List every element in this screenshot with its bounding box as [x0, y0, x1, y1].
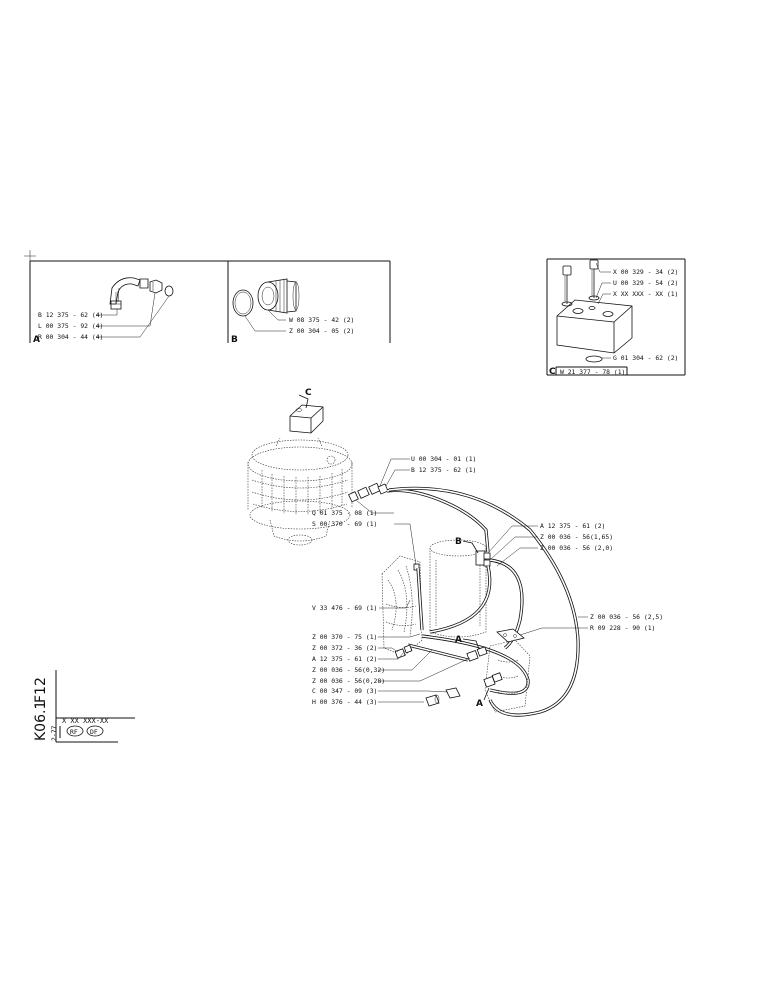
label-s00370: S 00 370 - 69 (1): [312, 520, 377, 528]
title-block: F12 K06.1 2-77 X XX XXX-XX RF DF: [33, 670, 135, 743]
label-z00370: Z 00 370 - 75 (1): [312, 633, 377, 641]
manifold-b-drawing: [475, 550, 491, 567]
detail-c-letter: C: [549, 367, 556, 377]
sheet-code-line1: F12: [33, 677, 49, 703]
detail-c-part-3: X XX XXX - XX (1): [613, 290, 678, 298]
label-z00036-165: Z 00 036 - 56(1,65): [540, 533, 613, 541]
stamp-rf-seal: [66, 725, 84, 737]
callout-a-upper: A: [455, 635, 462, 645]
detail-b-plug-drawing: [232, 278, 300, 317]
detail-a-letter: A: [33, 335, 40, 345]
label-a12375-right: A 12 375 - 61 (2): [540, 522, 605, 530]
detail-c-part-2: U 00 329 - 54 (2): [613, 279, 678, 287]
label-c00347: C 00 347 - 09 (3): [312, 687, 377, 695]
detail-c-part-1: X 00 329 - 34 (2): [613, 268, 678, 276]
sheet-date: 2-77: [50, 725, 58, 741]
sheet-code-line2: K06.1: [33, 701, 49, 741]
detail-c-part-4: G 01 304 - 62 (2): [613, 354, 678, 362]
pump-fittings-drawing: [466, 646, 503, 688]
callout-c: C: [305, 388, 312, 398]
label-z00372: Z 00 372 - 36 (2): [312, 644, 377, 652]
detail-b-part-1: W 08 375 - 42 (2): [289, 316, 354, 324]
motor-fitting-drawing: [348, 482, 389, 503]
label-a12375-left: A 12 375 - 61 (2): [312, 655, 377, 663]
detail-a-fitting-drawing: [109, 277, 174, 310]
label-q01375: Q 01 375 - 08 (1): [312, 509, 377, 517]
detail-c-bottom-part: W 21 377 - 78 (1): [560, 368, 625, 376]
label-v33476: V 33 476 - 69 (1): [312, 604, 377, 612]
valve-bracket-drawing: [381, 555, 423, 657]
block-c-drawing: [289, 404, 324, 434]
callout-b: B: [455, 537, 462, 547]
sheet-part-number: X XX XXX-XX: [62, 717, 109, 725]
callout-a-lower: A: [476, 699, 483, 709]
label-h00376: H 00 376 - 44 (3): [312, 698, 377, 706]
label-r09228: R 09 228 - 90 (1): [590, 624, 655, 632]
detail-a-part-2: L 00 375 - 92 (4): [38, 322, 103, 330]
detail-panel-c: X 00 329 - 34 (2) U 00 329 - 54 (2) X XX…: [546, 258, 686, 377]
detail-c-block-drawing: [556, 259, 633, 363]
label-b12375: B 12 375 - 62 (1): [411, 466, 476, 474]
label-u00304: U 00 304 - 01 (1): [411, 455, 476, 463]
label-z00036-20: Z 00 036 - 56 (2,0): [540, 544, 613, 552]
leader-lines: [355, 458, 588, 703]
main-assembly: C: [247, 388, 580, 717]
stamp-df-seal: [86, 725, 104, 737]
detail-a-part-3: R 00 304 - 44 (4): [38, 333, 103, 341]
detail-a-part-1: B 12 375 - 62 (4): [38, 311, 103, 319]
clamp-plate-drawing: [496, 628, 525, 643]
stamp-df-text: DF: [90, 728, 98, 736]
main-labels: U 00 304 - 01 (1) B 12 375 - 62 (1) Q 01…: [312, 455, 663, 706]
detail-panel-ab: B 12 375 - 62 (4) L 00 375 - 92 (4) R 00…: [24, 250, 391, 345]
detail-b-letter: B: [231, 335, 238, 345]
pump-drawing: [484, 639, 531, 713]
motor-housing-drawing: [247, 437, 353, 546]
label-z00036-032: Z 00 036 - 56(0,32): [312, 666, 385, 674]
detail-b-part-2: Z 00 304 - 05 (2): [289, 327, 354, 335]
stamp-rf-text: RF: [70, 728, 78, 736]
loose-fittings-drawing: [394, 644, 461, 707]
label-z00036-25: Z 00 036 - 56 (2,5): [590, 613, 663, 621]
label-z00036-028: Z 00 036 - 56(0,28): [312, 677, 385, 685]
